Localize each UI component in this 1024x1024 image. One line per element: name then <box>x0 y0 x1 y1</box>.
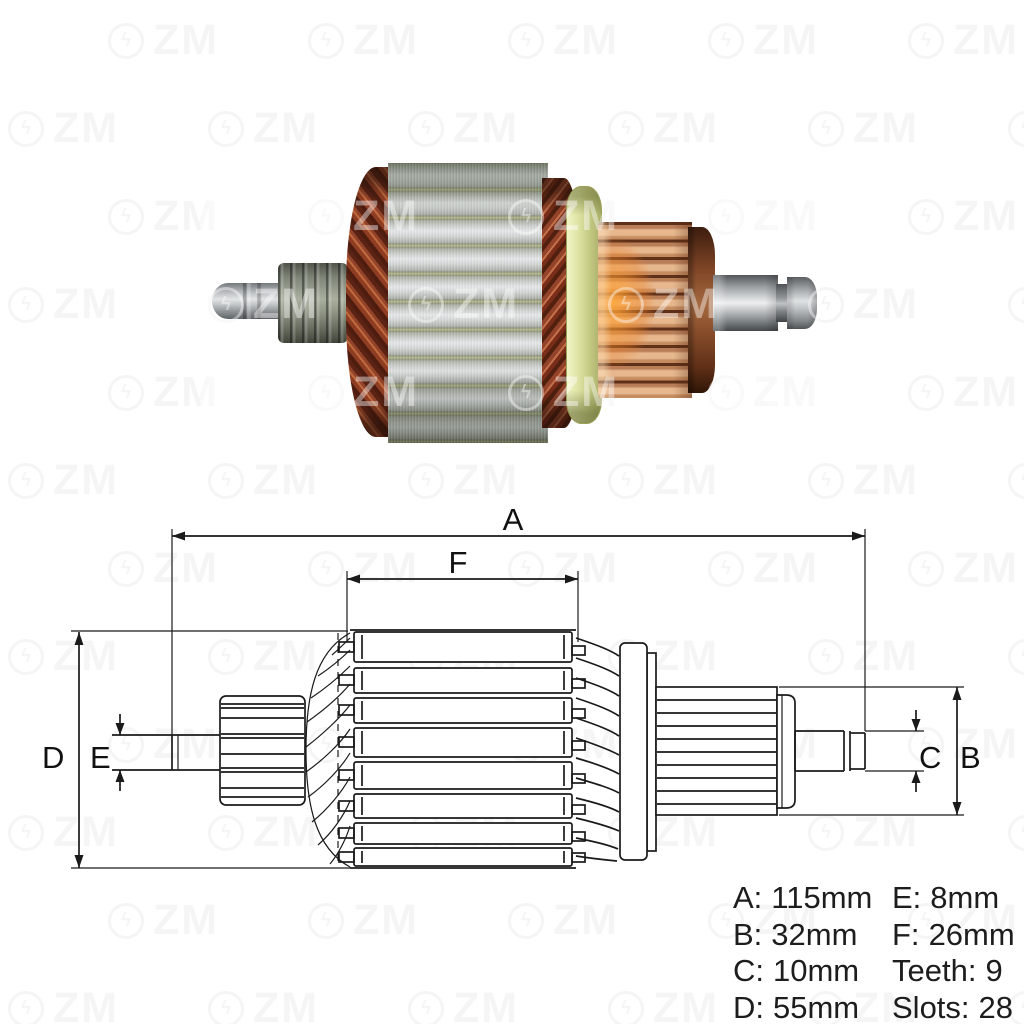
photo-commutator <box>598 222 692 398</box>
photo-left-shaft <box>212 283 280 319</box>
spec-label: F: <box>892 916 920 952</box>
specs-column-left: A:115mm B:32mm C: 10mm D: 55mm <box>733 880 872 1024</box>
spec-value: 9 <box>985 953 1003 988</box>
spec-row-slots: Slots:28 <box>892 990 1015 1024</box>
photo-shaft-end-cap <box>787 277 817 329</box>
spec-value: 55mm <box>773 989 860 1024</box>
spec-value: 28 <box>978 989 1014 1024</box>
spec-value: 115mm <box>771 880 873 915</box>
photo-shaft-groove <box>776 284 787 322</box>
spec-row-b: B:32mm <box>733 917 872 954</box>
dim-label-a: A <box>503 502 524 537</box>
dim-label-c: C <box>919 740 941 775</box>
photo-fiber-washer <box>566 186 602 424</box>
photo-laminated-core <box>388 163 548 443</box>
dim-label-e: E <box>90 740 111 775</box>
dim-label-b: B <box>960 740 981 775</box>
photo-spline-gear <box>278 263 348 343</box>
spec-label: E: <box>892 880 922 915</box>
spec-label: A: <box>733 880 763 915</box>
specs-column-right: E:8mm F:26mm Teeth:9 Slots:28 <box>892 880 1015 1024</box>
spec-row-c: C: 10mm <box>733 953 872 990</box>
spec-row-a: A:115mm <box>733 880 872 917</box>
spec-label: C: <box>733 953 764 988</box>
photo-commutator-ring <box>688 227 715 393</box>
spec-label: D: <box>733 989 764 1024</box>
spec-row-f: F:26mm <box>892 917 1015 954</box>
spec-value: 10mm <box>773 953 860 988</box>
spec-value: 26mm <box>928 916 1015 952</box>
spec-row-teeth: Teeth:9 <box>892 953 1015 990</box>
spec-value: 8mm <box>930 880 1000 915</box>
spec-value: 32mm <box>771 916 858 952</box>
spec-label: Slots: <box>892 989 970 1024</box>
spec-label: Teeth: <box>892 953 977 988</box>
dim-label-d: D <box>42 740 64 775</box>
spec-row-d: D: 55mm <box>733 990 872 1024</box>
dim-label-f: F <box>449 545 468 580</box>
spec-label: B: <box>733 916 763 952</box>
spec-row-e: E:8mm <box>892 880 1015 917</box>
photo-right-shaft <box>713 275 778 331</box>
